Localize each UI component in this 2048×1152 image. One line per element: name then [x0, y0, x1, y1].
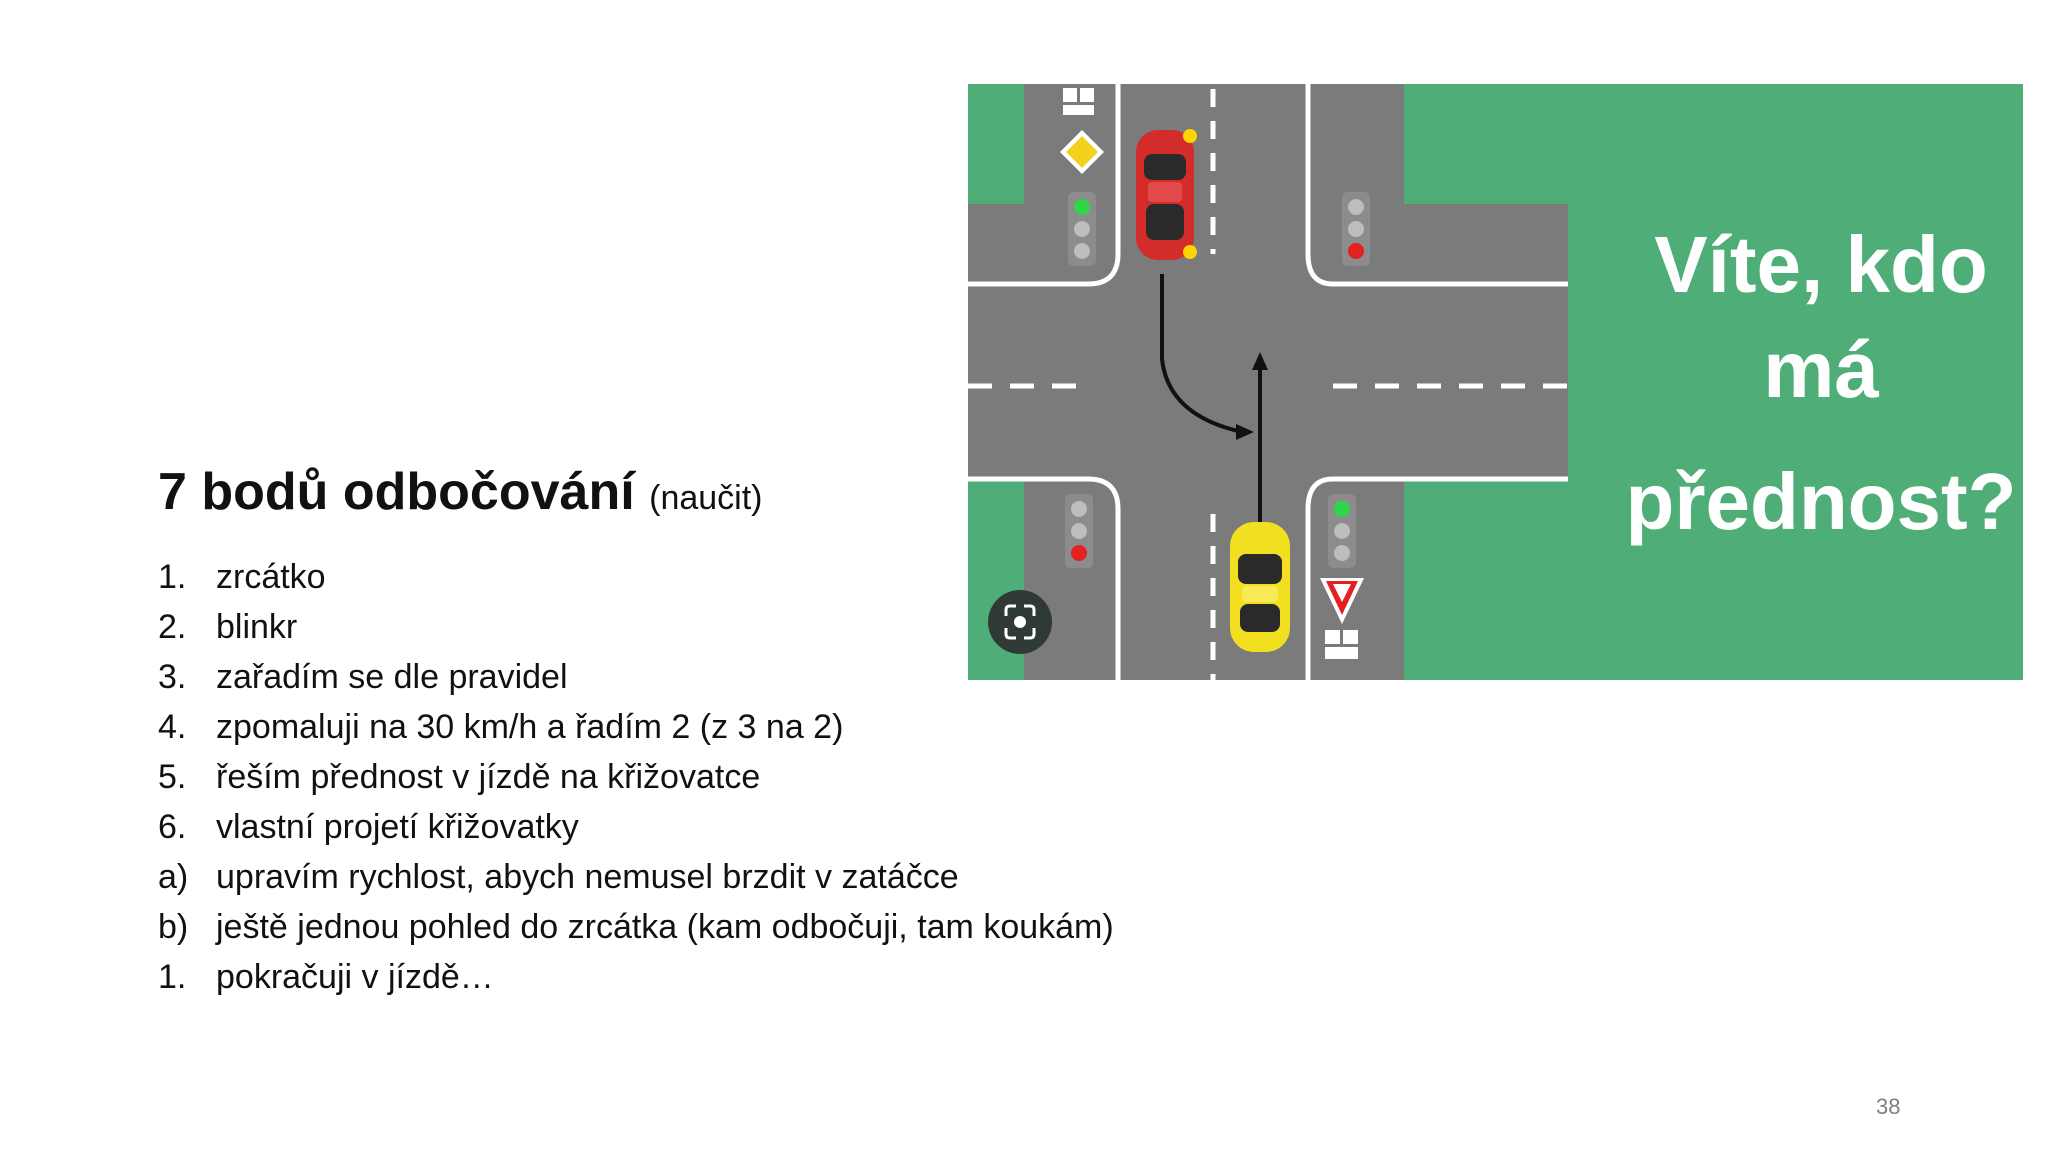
list-marker: 6. — [158, 808, 187, 846]
list-text: zařadím se dle pravidel — [216, 658, 568, 696]
yield-sign-icon — [1320, 578, 1364, 659]
steps-list: 1. zrcátko 2. blinkr 3. zařadím se dle prav… — [158, 552, 1114, 1002]
list-marker: 5. — [158, 758, 187, 796]
image-caption: Víte, kdo má přednost? — [1625, 220, 2016, 546]
curb-top-left — [968, 84, 1121, 287]
red-car-path — [1160, 274, 1239, 433]
traffic-light-icon — [1342, 192, 1370, 266]
list-item: a) upravím rychlost, abych nemusel brzdit… — [158, 852, 1114, 902]
title-main: 7 bodů odbočování — [158, 463, 635, 521]
caption-line: Víte, kdo — [1654, 220, 1987, 309]
list-item: 3. zařadím se dle pravidel — [158, 652, 1114, 702]
traffic-light-icon — [1328, 494, 1356, 568]
list-item: b) ještě jednou pohled do zrcátka (kam od… — [158, 902, 1114, 952]
list-item: 4. zpomaluji na 30 km/h a řadím 2 (z 3 na… — [158, 702, 1114, 752]
list-marker: 1. — [158, 958, 187, 996]
arrow-head — [1252, 352, 1268, 370]
list-text: upravím rychlost, abych nemusel brzdit v… — [216, 858, 959, 896]
curb-top-right — [1305, 84, 1568, 287]
caption-line: má — [1763, 325, 1879, 414]
list-marker: 1. — [158, 558, 187, 596]
list-marker: 4. — [158, 708, 187, 746]
list-item: 5. řeším přednost v jízdě na křižovatce — [158, 752, 1114, 802]
list-marker: b) — [158, 908, 189, 946]
curb-bottom-right — [1305, 476, 1568, 680]
page-number: 38 — [1876, 1094, 1901, 1119]
list-marker: 3. — [158, 658, 187, 696]
red-car — [1136, 129, 1197, 260]
list-item: 2. blinkr — [158, 602, 1114, 652]
title-note: (naučit) — [649, 479, 763, 517]
priority-road-sign-icon — [1060, 88, 1104, 174]
traffic-light-icon — [1068, 192, 1096, 266]
yellow-car — [1230, 522, 1290, 652]
list-text: pokračuji v jízdě… — [216, 958, 494, 996]
list-text: vlastní projetí křižovatky — [216, 808, 579, 846]
list-text: zpomaluji na 30 km/h a řadím 2 (z 3 na 2… — [216, 708, 844, 746]
list-item: 1. zrcátko — [158, 552, 1114, 602]
curb-bottom-left — [968, 476, 1121, 680]
list-text: řeším přednost v jízdě na křižovatce — [216, 758, 761, 796]
list-text: ještě jednou pohled do zrcátka (kam odbo… — [216, 908, 1114, 946]
list-text: zrcátko — [216, 558, 326, 596]
list-item: 1. pokračuji v jízdě… — [158, 952, 1114, 1002]
list-marker: 2. — [158, 608, 187, 646]
list-item: 6. vlastní projetí křižovatky — [158, 802, 1114, 852]
traffic-light-icon — [1065, 494, 1093, 568]
google-lens-icon[interactable] — [988, 590, 1052, 654]
list-marker: a) — [158, 858, 189, 896]
slide-title: 7 bodů odbočování (naučit) — [158, 462, 763, 522]
caption-line: přednost? — [1625, 457, 2016, 546]
arrow-head — [1236, 424, 1254, 440]
horizontal-road — [968, 204, 1568, 479]
intersection-illustration: Víte, kdo má přednost? — [968, 84, 2023, 680]
list-text: blinkr — [216, 608, 298, 646]
